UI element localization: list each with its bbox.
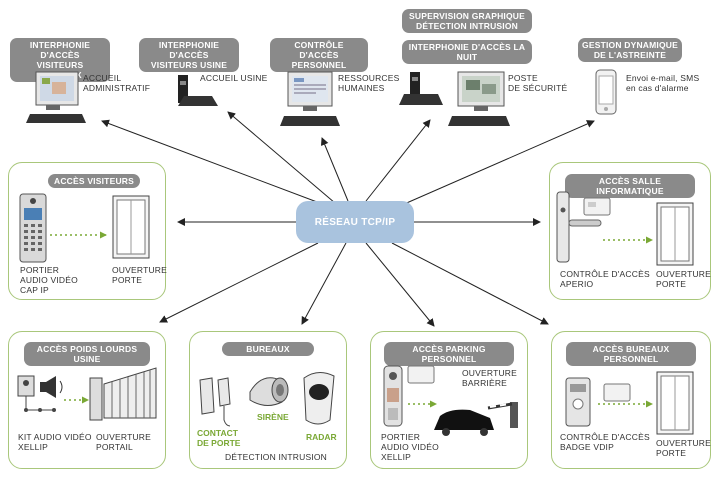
monitor-icon bbox=[448, 71, 510, 126]
label-ouverture-porte-2: OUVERTURE PORTE bbox=[656, 269, 712, 289]
door-icon bbox=[656, 371, 694, 435]
label-astreinte: Envoi e-mail, SMS en cas d'alarme bbox=[626, 73, 700, 93]
gate-icon bbox=[89, 367, 157, 421]
phone-icon bbox=[178, 75, 218, 106]
title-poids-lourds: ACCÈS POIDS LOURDS USINE bbox=[24, 342, 150, 366]
monitor-icon bbox=[280, 71, 340, 126]
header-interphonie-nuit: INTERPHONIE D'ACCÈS LA NUIT bbox=[402, 40, 532, 64]
header-controle-personnel: CONTRÔLE D'ACCÈS PERSONNEL bbox=[270, 38, 368, 72]
title-acces-visiteurs: ACCÈS VISITEURS bbox=[48, 174, 140, 188]
title-salle-informatique: ACCÈS SALLE INFORMATIQUE bbox=[565, 174, 695, 198]
label-ouverture-portail: OUVERTURE PORTAIL bbox=[96, 432, 152, 452]
title-parking: ACCÈS PARKING PERSONNEL bbox=[384, 342, 514, 366]
arrow-to-securite bbox=[365, 119, 431, 202]
label-aperio: CONTRÔLE D'ACCÈS APERIO bbox=[560, 269, 650, 289]
label-accueil-admin: ACCUEIL ADMINISTRATIF bbox=[83, 73, 151, 93]
phone-icon bbox=[399, 72, 443, 105]
label-ouverture-porte-1: OUVERTURE PORTE bbox=[112, 265, 168, 285]
title-bureaux: BUREAUX bbox=[222, 342, 314, 356]
arrow-to-accueil-admin bbox=[101, 119, 326, 206]
badge-reader-vdip-icon bbox=[565, 377, 591, 427]
badge-icon bbox=[583, 197, 611, 216]
car-icon bbox=[434, 409, 494, 436]
door-icon bbox=[656, 202, 694, 266]
arrow-to-astreinte bbox=[401, 120, 595, 206]
arrow-to-bureaux bbox=[301, 242, 347, 325]
intercom-panel-icon bbox=[19, 193, 47, 263]
siren-icon bbox=[249, 377, 289, 406]
arrow-to-bureaux-perso bbox=[391, 242, 549, 325]
radar-icon bbox=[303, 372, 335, 425]
label-securite: POSTE DE SÉCURITÉ bbox=[508, 73, 568, 93]
header-supervision: SUPERVISION GRAPHIQUE DÉTECTION INTRUSIO… bbox=[402, 9, 532, 33]
label-ouverture-barriere: OUVERTURE BARRIÈRE bbox=[462, 368, 518, 388]
label-accueil-usine: ACCUEIL USINE bbox=[200, 73, 268, 83]
aperio-lock-icon bbox=[556, 191, 602, 263]
label-portier-xellip: PORTIER AUDIO VIDÉO XELLIP bbox=[381, 432, 439, 462]
door-contact-icon bbox=[199, 377, 231, 427]
title-bureaux-personnel: ACCÈS BUREAUX PERSONNEL bbox=[566, 342, 696, 366]
monitor-icon bbox=[26, 71, 86, 123]
label-portier-cap: PORTIER AUDIO VIDÉO CAP IP bbox=[20, 265, 78, 295]
header-interphonie-usine: INTERPHONIE D'ACCÈS VISITEURS USINE bbox=[139, 38, 239, 72]
arrow-to-rh bbox=[320, 137, 349, 202]
label-detection-intrusion: DÉTECTION INTRUSION bbox=[225, 452, 328, 462]
label-contact-porte: CONTACT DE PORTE bbox=[197, 428, 241, 448]
label-radar: RADAR bbox=[306, 432, 337, 442]
label-ouverture-porte-3: OUVERTURE PORTE bbox=[656, 438, 712, 458]
loudspeaker-icon bbox=[40, 376, 63, 398]
arrow-to-parking bbox=[365, 242, 435, 327]
smartphone-icon bbox=[595, 69, 617, 115]
badge-icon bbox=[603, 383, 631, 402]
header-astreinte: GESTION DYNAMIQUE DE L'ASTREINTE bbox=[578, 38, 682, 62]
reseau-tcp-ip-hub: RÉSEAU TCP/IP bbox=[296, 201, 414, 243]
hub-label: RÉSEAU TCP/IP bbox=[314, 216, 396, 228]
arrow-to-accueil-usine bbox=[227, 111, 336, 204]
label-rh: RESSOURCES HUMAINES bbox=[338, 73, 400, 93]
barrier-icon bbox=[487, 402, 518, 428]
label-sirene: SIRÈNE bbox=[257, 412, 289, 422]
door-icon bbox=[112, 195, 150, 259]
portier-xellip-icon bbox=[383, 365, 403, 427]
badge-icon bbox=[407, 365, 435, 384]
kit-audio-icon bbox=[17, 375, 56, 412]
arrow-to-poids bbox=[159, 242, 319, 323]
label-badge-vdip: CONTRÔLE D'ACCÈS BADGE VDIP bbox=[560, 432, 650, 452]
label-kit-xellip: KIT AUDIO VIDÉO XELLIP bbox=[18, 432, 92, 452]
